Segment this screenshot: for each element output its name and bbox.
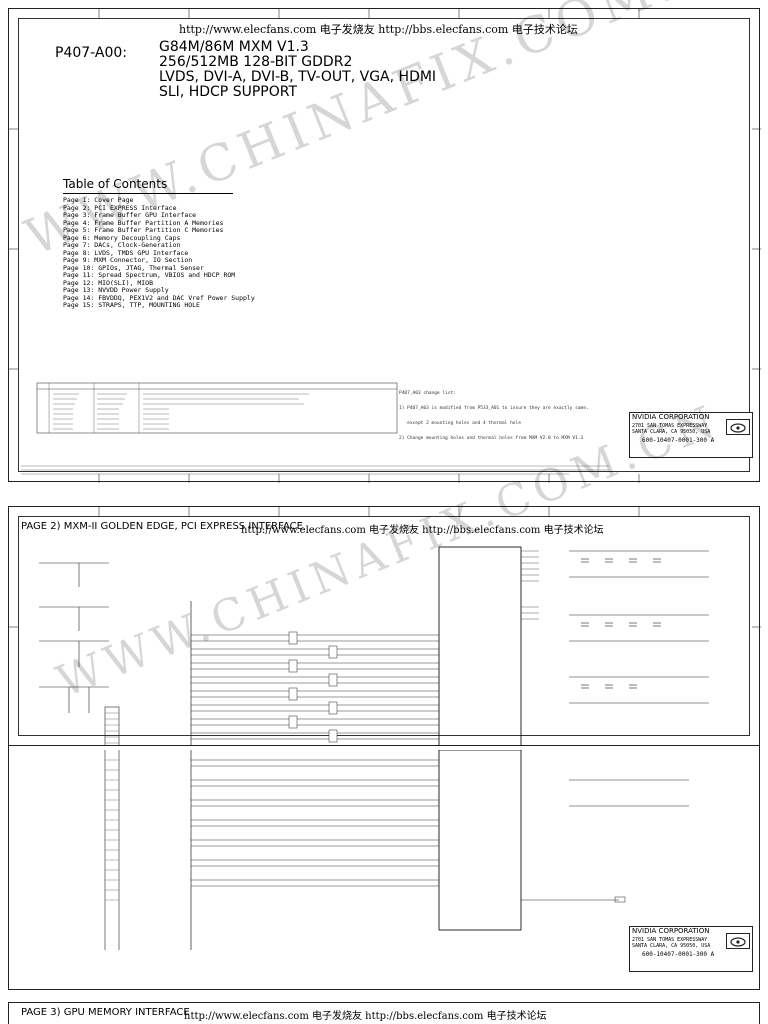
nvidia-logo-icon (726, 419, 750, 435)
toc-heading: Table of Contents (63, 177, 168, 191)
table-of-contents: Page 1: Cover Page Page 2: PCI EXPRESS I… (63, 196, 255, 310)
pci-express-schematic (9, 507, 761, 747)
corporation-name: NVIDIA CORPORATION (632, 413, 710, 421)
schematic-sheet-cover: http://www.elecfans.com 电子发烧友 http://bbs… (8, 0, 768, 483)
toc-item: Page 3: Frame Buffer GPU Interface (63, 211, 197, 219)
toc-underline (63, 193, 233, 194)
toc-item: Page 4: Frame Buffer Partition A Memorie… (63, 218, 224, 227)
schematic-sheet-pci-express-lower: NVIDIA CORPORATION 2701 SAN TOMAS EXPRES… (8, 750, 760, 990)
corporation-address: 2701 SAN TOMAS EXPRESSWAY (632, 423, 708, 429)
schematic-sheet-gpu-memory: PAGE 3) GPU MEMORY INTERFACE http://www.… (8, 1002, 760, 1024)
corporation-name: NVIDIA CORPORATION (632, 927, 710, 935)
change-list-line: 1) P407_A03 is modified from P533_A01 to… (399, 406, 589, 411)
spec-line: LVDS, DVI-A, DVI-B, TV-OUT, VGA, HDMI (159, 69, 437, 85)
board-model: P407-A00: (55, 45, 128, 61)
sheet-continuation (8, 746, 760, 750)
site-url-line: http://www.elecfans.com 电子发烧友 http://bbs… (241, 525, 604, 536)
sheet-border (18, 18, 750, 472)
site-url-line: http://www.elecfans.com 电子发烧友 http://bbs… (179, 23, 578, 36)
toc-item: Page 10: GPIOs, JTAG, Thermal Senser (63, 263, 204, 272)
toc-item: Page 2: PCI EXPRESS Interface (63, 203, 177, 212)
spec-line: G84M/86M MXM V1.3 (159, 39, 309, 55)
title-block: NVIDIA CORPORATION 2701 SAN TOMAS EXPRES… (629, 412, 753, 458)
schematic-sheet-pci-express: PAGE 2) MXM-II GOLDEN EDGE, PCI EXPRESS … (8, 395, 761, 747)
change-list-line: except 2 mounting holes and 4 thermal ho… (399, 421, 521, 426)
toc-item: Page 12: MIO(SLI), MIOB (63, 278, 154, 287)
toc-item: Page 8: LVDS, TMDS GPU Interface (63, 248, 189, 257)
document-number: 600-10407-0001-300 A (642, 437, 715, 444)
page-title: PAGE 2) MXM-II GOLDEN EDGE, PCI EXPRESS … (21, 521, 303, 532)
sheet-border (18, 516, 750, 736)
toc-item: Page 5: Frame Buffer Partition C Memorie… (63, 226, 224, 234)
corporation-address: 2701 SAN TOMAS EXPRESSWAY (632, 937, 708, 943)
change-list-line: P407_A03 change list: (399, 391, 456, 396)
spec-line: SLI, HDCP SUPPORT (159, 84, 297, 100)
spec-line: 256/512MB 128-BIT GDDR2 (159, 54, 353, 70)
title-block: NVIDIA CORPORATION 2701 SAN TOMAS EXPRES… (629, 926, 753, 972)
site-url-line: http://www.elecfans.com 电子发烧友 http://bbs… (184, 1011, 547, 1022)
toc-item: Page 11: Spread Spectrum, VBIOS and HDCP… (63, 271, 236, 279)
toc-item: Page 13: NVVDD Power Supply (63, 286, 169, 294)
revision-table-graphic (9, 9, 761, 483)
pci-express-schematic-lower (104, 750, 689, 950)
toc-item: Page 15: STRAPS, TTP, MOUNTING HOLE (63, 301, 200, 309)
toc-item: Page 14: FBVDDQ, PEX1V2 and DAC Vref Pow… (63, 293, 255, 302)
change-list: P407_A03 change list: 1) P407_A03 is mod… (399, 381, 589, 451)
document-number: 600-10407-0001-300 A (642, 951, 715, 958)
page-title: PAGE 3) GPU MEMORY INTERFACE (21, 1007, 190, 1018)
toc-item: Page 7: DACs, Clock-Generation (63, 241, 181, 249)
change-list-line: 2) Change mounting holes and thermal hol… (399, 436, 584, 441)
nvidia-logo-icon (726, 933, 750, 949)
toc-item: Page 6: Memory Decoupling Caps (63, 233, 181, 242)
toc-item: Page 9: MXM Connector, IO Section (63, 256, 193, 264)
corporation-address: SANTA CLARA, CA 95050, USA (632, 943, 711, 949)
toc-item: Page 1: Cover Page (63, 196, 134, 204)
corporation-address: SANTA CLARA, CA 95050, USA (632, 429, 711, 435)
